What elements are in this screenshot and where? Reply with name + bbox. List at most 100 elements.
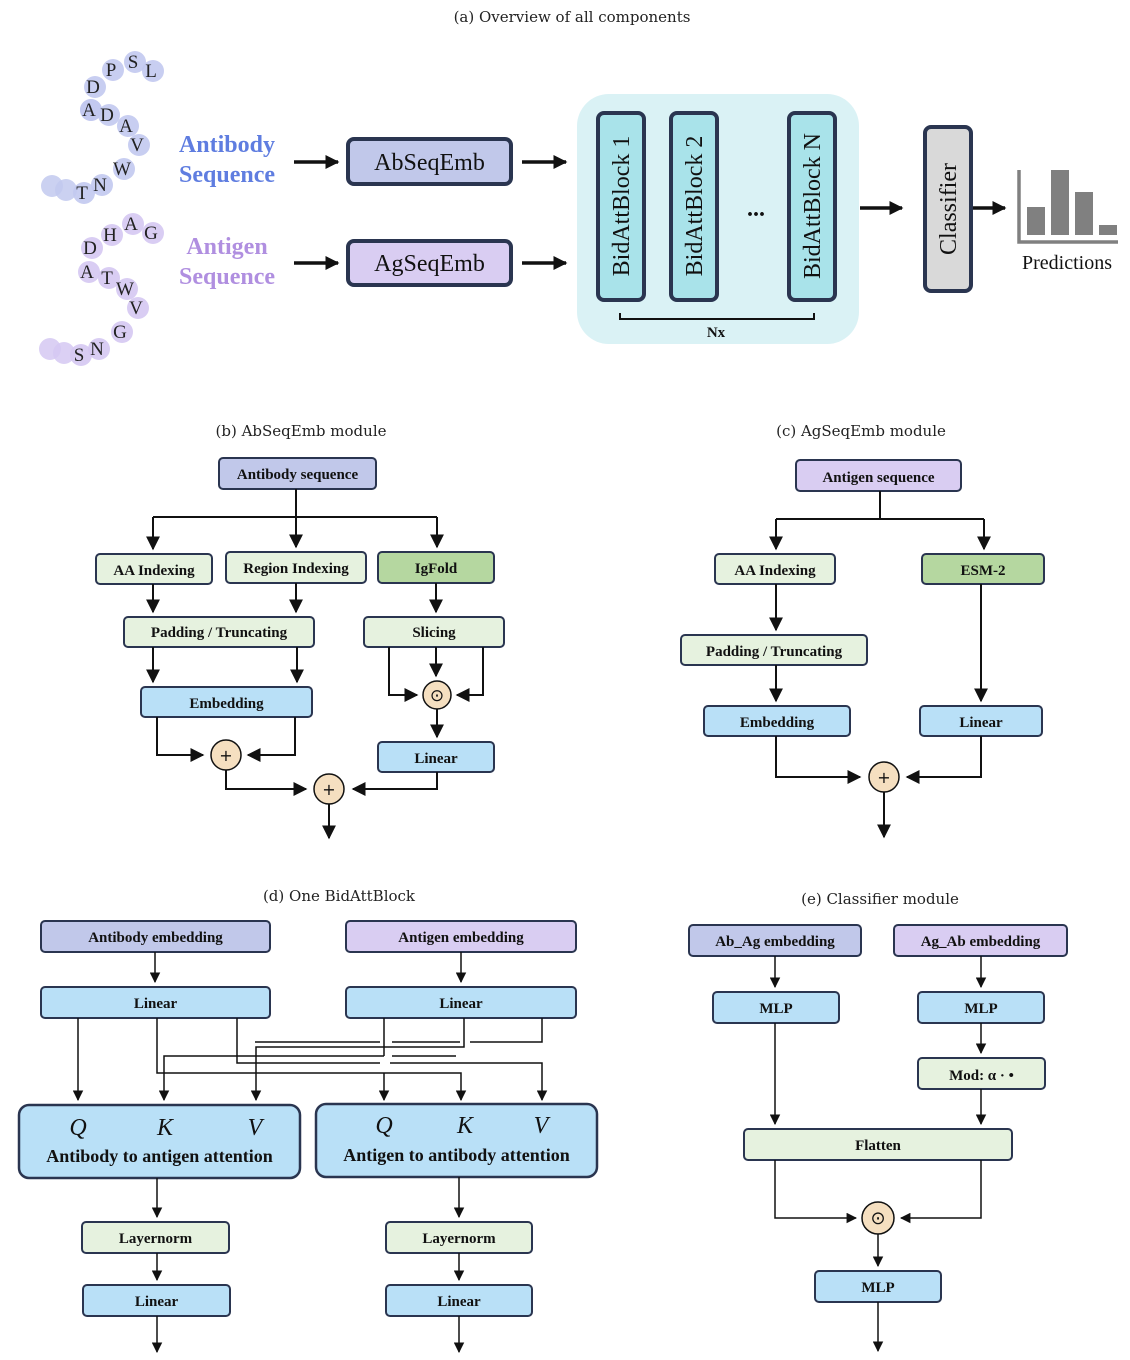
amino-acid-bead: [70, 344, 92, 366]
amino-acid-bead: [124, 51, 146, 73]
blocks-ellipsis: ...: [747, 196, 765, 222]
esm2-label: ESM-2: [961, 563, 1006, 579]
amino-acid-letter: A: [124, 214, 138, 235]
hadamard-op-e: ⊙: [861, 1201, 895, 1235]
mlp-box-e-out: MLP: [814, 1270, 942, 1303]
add-op-b1: +: [210, 739, 242, 771]
q-label-ag: Q: [375, 1113, 392, 1139]
amino-acid-bead: [128, 134, 150, 156]
amino-acid-letter: A: [82, 100, 96, 121]
linear-label-d-ab: Linear: [134, 996, 178, 1012]
antigen-sequence-box: Antigen sequence: [795, 459, 962, 492]
aa-indexing-label-c: AA Indexing: [734, 563, 816, 579]
amino-acid-bead: [101, 224, 123, 246]
padding-truncating-box-c: Padding / Truncating: [680, 634, 868, 666]
linear-label-c: Linear: [959, 715, 1003, 731]
hadamard-symbol-b: ⊙: [430, 686, 444, 706]
mlp-box-e-ag: MLP: [917, 991, 1045, 1024]
antigen-label-line2: Sequence: [179, 264, 275, 290]
caption-panel-d: (d) One BidAttBlock: [263, 887, 416, 905]
add-symbol-c: +: [877, 768, 890, 787]
amino-acid-bead: [111, 321, 133, 343]
amino-acid-letter: A: [80, 262, 94, 283]
linear-label-b: Linear: [414, 751, 458, 767]
amino-acid-bead: [88, 338, 110, 360]
flatten-box: Flatten: [743, 1128, 1013, 1161]
embedding-box-c: Embedding: [703, 705, 851, 737]
classifier-label: Classifier: [936, 163, 962, 255]
slicing-box: Slicing: [363, 616, 505, 648]
antibody-sequence-box: Antibody sequence: [218, 457, 377, 490]
caption-panel-b: (b) AbSeqEmb module: [216, 422, 387, 440]
bidattblock-1-label: BidAttBlock 1: [609, 136, 635, 277]
hadamard-symbol-e: ⊙: [870, 1208, 885, 1229]
bar-chart-icon: [1017, 170, 1118, 244]
amino-acid-bead: [117, 115, 139, 137]
v-label-ab: V: [248, 1115, 265, 1141]
agseqemb-label: AgSeqEmb: [374, 251, 485, 277]
amino-acid-bead: [98, 267, 120, 289]
esm2-box: ESM-2: [921, 553, 1045, 585]
abseqemb-box: AbSeqEmb: [346, 137, 513, 186]
amino-acid-bead: [84, 76, 106, 98]
antibody-label-line1: Antibody: [179, 132, 275, 158]
mlp-box-e-ab: MLP: [712, 991, 840, 1024]
flatten-label: Flatten: [855, 1138, 901, 1154]
linear-label-d-ag-out: Linear: [437, 1294, 481, 1310]
amino-acid-bead: [102, 59, 124, 81]
amino-acid-bead: [80, 99, 102, 121]
amino-acid-letter: P: [106, 60, 117, 81]
amino-acid-letter: S: [128, 52, 139, 73]
mod-label: Mod: α · •: [949, 1068, 1014, 1084]
amino-acid-bead: [91, 174, 113, 196]
linear-box-d-ab-out: Linear: [82, 1284, 231, 1317]
amino-acid-letter: D: [100, 105, 114, 126]
layernorm-box-ag: Layernorm: [385, 1221, 533, 1254]
region-indexing-box: Region Indexing: [225, 551, 367, 584]
caption-panel-e: (e) Classifier module: [801, 890, 959, 908]
antibody-label-line2: Sequence: [179, 162, 275, 188]
ag-to-ab-attention-label: Antigen to antibody attention: [343, 1145, 570, 1165]
amino-acid-bead: [142, 222, 164, 244]
padding-truncating-box-b: Padding / Truncating: [123, 616, 315, 648]
amino-acid-bead: [73, 182, 95, 204]
amino-acid-letter: G: [144, 223, 158, 244]
classifier-box: Classifier: [923, 125, 973, 293]
linear-box-d-ag: Linear: [345, 986, 577, 1019]
antibody-embedding-label: Antibody embedding: [88, 930, 223, 946]
amino-acid-bead: [78, 261, 100, 283]
igfold-label: IgFold: [415, 561, 458, 577]
amino-acid-letter: S: [74, 345, 85, 366]
bidattblock-1: BidAttBlock 1: [596, 111, 646, 302]
antigen-embedding-box: Antigen embedding: [345, 920, 577, 953]
amino-acid-letter: A: [119, 116, 133, 137]
amino-acid-letter: T: [101, 268, 113, 289]
caption-panel-a: (a) Overview of all components: [454, 8, 691, 26]
antigen-label-line1: Antigen: [186, 234, 267, 260]
bidattblock-2-label: BidAttBlock 2: [682, 136, 708, 277]
add-op-b2: +: [313, 773, 345, 805]
ag-ab-embedding-box: Ag_Ab embedding: [893, 924, 1068, 957]
add-op-c: +: [868, 761, 900, 793]
add-symbol-b2: +: [322, 780, 335, 799]
nx-label: Nx: [707, 325, 726, 341]
amino-acid-letter: W: [113, 159, 131, 180]
mlp-label-e-ag: MLP: [964, 1001, 997, 1017]
antibody-sequence-label: Antibody sequence: [237, 467, 359, 483]
antigen-sequence-label: Antigen sequence: [822, 470, 934, 486]
ab-ag-embedding-label: Ab_Ag embedding: [715, 934, 835, 950]
linear-label-d-ab-out: Linear: [135, 1294, 179, 1310]
amino-acid-letter: T: [76, 183, 88, 204]
mlp-label-e-ab: MLP: [759, 1001, 792, 1017]
amino-acid-letter: V: [129, 298, 143, 319]
bidattblock-n: BidAttBlock N: [787, 111, 837, 302]
k-label-ag: K: [456, 1113, 475, 1139]
ab-to-ag-attention-label: Antibody to antigen attention: [46, 1146, 273, 1166]
igfold-box: IgFold: [377, 551, 495, 584]
embedding-label-c: Embedding: [740, 715, 815, 731]
aa-indexing-box-c: AA Indexing: [714, 553, 836, 585]
add-symbol-b1: +: [219, 746, 232, 765]
aa-indexing-box-b: AA Indexing: [95, 553, 213, 585]
caption-panel-c: (c) AgSeqEmb module: [776, 422, 946, 440]
